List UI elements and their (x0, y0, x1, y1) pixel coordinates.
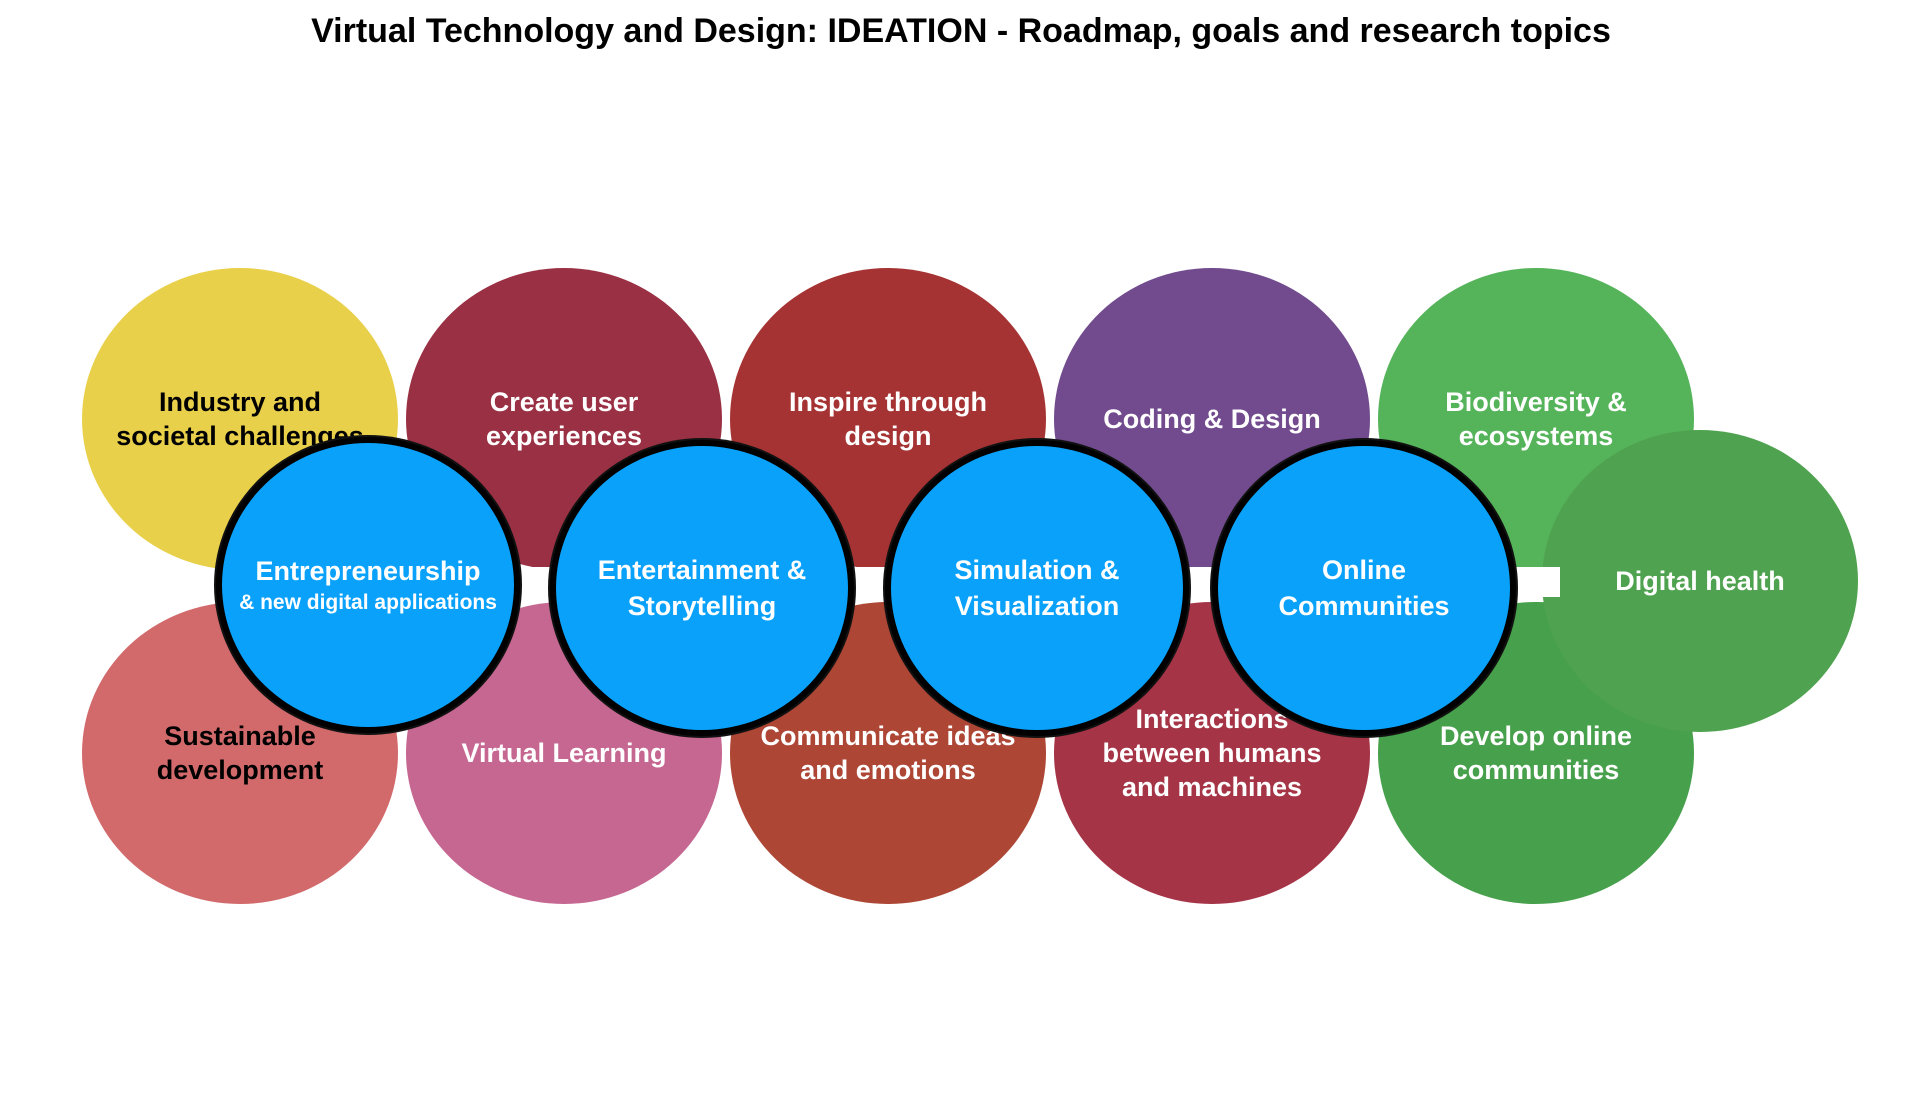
topic-label: Communicate ideas and emotions (760, 721, 1016, 785)
topic-label: Interactions between humans and machines (1102, 704, 1322, 802)
hub-title: Simulation & Visualization (954, 555, 1120, 621)
hub-online-communities: Online Communities (1212, 440, 1516, 736)
topic-label: Create user experiences (485, 387, 643, 451)
topic-label: Coding & Design (1103, 404, 1321, 434)
topic-label: Virtual Learning (461, 738, 667, 768)
hub-title: Entertainment & Storytelling (597, 555, 807, 621)
hub-title: Entrepreneurship (255, 556, 481, 586)
hub-entertainment-storytelling: Entertainment & Storytelling (550, 440, 854, 736)
hub-subtitle: & new digital applications (239, 591, 497, 614)
topic-label: Develop online communities (1439, 721, 1633, 785)
hub-simulation-visualization: Simulation & Visualization (885, 440, 1189, 736)
topic-label: Inspire through design (789, 387, 987, 451)
page-title: Virtual Technology and Design: IDEATION … (311, 12, 1611, 50)
topic-label: Digital health (1615, 566, 1785, 596)
topic-label: Biodiversity & ecosystems (1445, 387, 1627, 451)
topic-digital-health: Digital health (1542, 430, 1858, 732)
topic-label: Sustainable development (156, 721, 324, 785)
hub-title: Online Communities (1278, 555, 1450, 621)
hub-entrepreneurship: Entrepreneurship & new digital applicati… (216, 437, 520, 733)
